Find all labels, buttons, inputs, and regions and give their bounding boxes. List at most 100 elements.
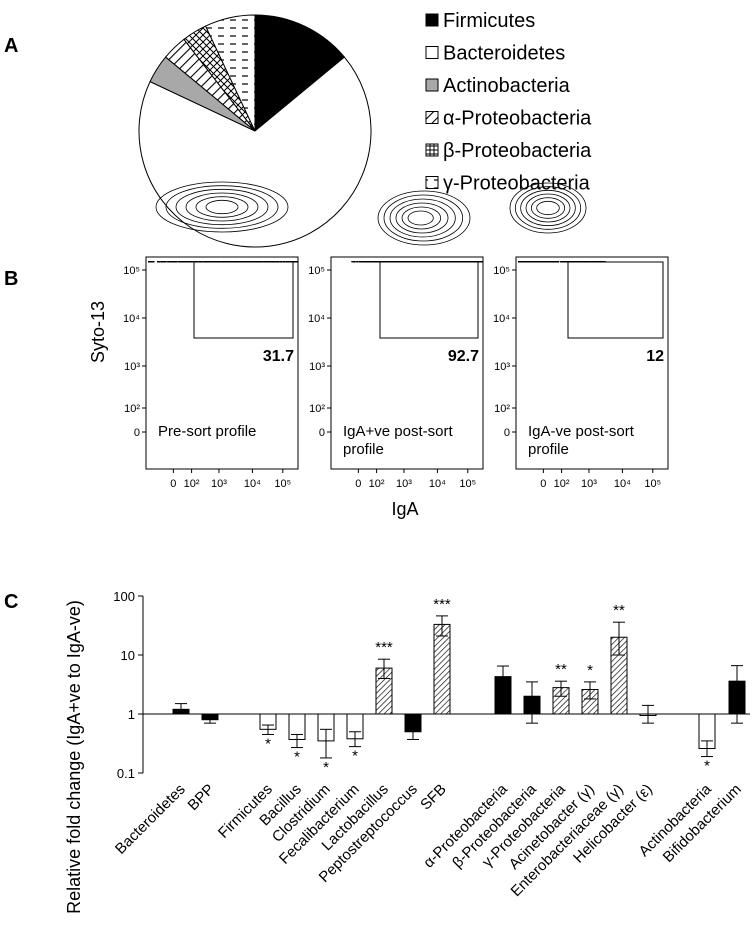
significance-marker: *** (375, 639, 393, 656)
contour-line (165, 185, 279, 229)
legend-label-3: α-Proteobacteria (443, 108, 592, 130)
event-dot (171, 261, 174, 263)
event-dot (165, 261, 167, 263)
event-dot (151, 261, 154, 263)
event-dot (192, 261, 194, 263)
y-tick-label: 10² (494, 403, 510, 415)
event-dot (360, 261, 362, 263)
event-dot (296, 261, 298, 263)
event-dot (565, 261, 567, 263)
event-dot (179, 261, 181, 263)
pie-chart (138, 14, 372, 248)
event-dot (538, 261, 540, 263)
event-dot (375, 261, 378, 263)
legend-swatch-0 (425, 13, 439, 27)
bar-1: BPP (185, 713, 219, 814)
event-dot (148, 261, 150, 263)
event-dot (373, 261, 375, 263)
bar-8: ***SFB (417, 596, 451, 814)
event-dot (177, 261, 180, 263)
legend-label-4: β-Proteobacteria (443, 140, 592, 162)
event-dot (355, 261, 357, 263)
event-dot (548, 261, 550, 263)
x-tick-label: 10² (369, 478, 385, 490)
contour-line (175, 188, 269, 226)
event-dot (162, 261, 164, 263)
x-tick-label: 10⁴ (614, 478, 631, 490)
event-dot (167, 261, 169, 263)
y-tick-label: 0 (134, 427, 140, 439)
event-dot (150, 261, 152, 263)
y-tick-label: 0 (504, 427, 510, 439)
event-dot (526, 261, 528, 263)
event-dot (530, 261, 533, 263)
event-dot (293, 261, 295, 263)
event-dot (533, 261, 535, 263)
event-dot (358, 261, 361, 263)
x-tick-label: 10⁵ (644, 478, 661, 490)
event-dot (479, 261, 482, 263)
contour-line (514, 186, 582, 230)
event-dot (523, 261, 525, 263)
event-dot (157, 261, 159, 263)
y-tick-label: 10⁵ (493, 265, 510, 277)
legend-swatch-3 (425, 111, 439, 124)
contour-line (536, 200, 560, 216)
event-dot (168, 261, 170, 263)
event-dot (357, 261, 359, 263)
event-dot (562, 261, 565, 263)
event-dot (377, 261, 379, 263)
event-dot (150, 261, 153, 263)
gate-rect (379, 261, 479, 339)
event-dot (180, 261, 183, 263)
contour-line (395, 202, 449, 234)
event-dot (186, 261, 188, 263)
event-dot (518, 261, 520, 263)
contour-line (155, 181, 289, 233)
significance-marker: * (352, 748, 358, 765)
event-dot (525, 261, 528, 263)
contour-line (185, 192, 259, 222)
legend-label-5: γ-Proteobacteria (443, 173, 591, 195)
x-tick-label: 10³ (396, 478, 412, 490)
event-dot (536, 261, 539, 263)
event-dot (522, 261, 524, 263)
event-dot (190, 261, 192, 263)
y-tick-label: 10³ (494, 361, 510, 373)
x-tick-label: 10² (184, 478, 200, 490)
event-dot (560, 261, 563, 263)
y-tick-label: 10³ (124, 361, 140, 373)
event-dot (553, 261, 555, 263)
event-dot (161, 261, 163, 263)
event-dot (158, 261, 161, 263)
significance-marker: * (294, 749, 300, 766)
event-dot (361, 261, 363, 263)
contour-line (383, 194, 464, 242)
x-tick-label: 0 (355, 478, 361, 490)
event-dot (294, 261, 296, 263)
plot-frame (145, 256, 299, 470)
event-dot (478, 261, 480, 263)
event-dot (535, 261, 537, 263)
event-dot (547, 261, 549, 263)
x-tick-label: 10³ (211, 478, 227, 490)
contour-line (377, 190, 471, 246)
pie-slice-1 (138, 56, 372, 248)
bar-y-axis-title: Relative fold change (IgA+ve to IgA-ve) (64, 600, 84, 914)
event-dot (191, 261, 193, 263)
panel-label-a: A (4, 35, 18, 57)
event-dot (376, 261, 378, 263)
event-dot (178, 261, 181, 263)
contour-line (407, 210, 434, 226)
significance-marker: ** (613, 602, 625, 619)
significance-marker: *** (433, 596, 451, 613)
x-tick-label: 10⁵ (274, 478, 291, 490)
significance-marker: * (587, 662, 593, 679)
event-dot (539, 261, 541, 263)
significance-marker: * (323, 759, 329, 776)
event-dot (187, 261, 190, 263)
panel-label-b: B (4, 268, 18, 290)
